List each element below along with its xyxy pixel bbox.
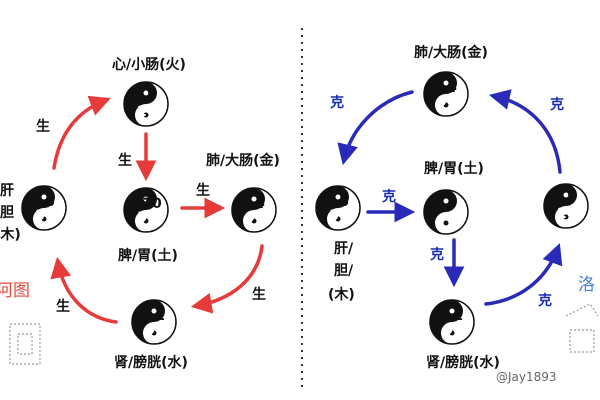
right-node-label-wood-3: (木): [328, 287, 355, 303]
left-node-label-metal: 肺/大肠(金): [206, 153, 280, 169]
right-node-number-water-b: 6: [443, 322, 453, 338]
right-yinyang-metal-icon: [423, 71, 469, 117]
right-edge-label-water-fire: 克: [538, 293, 552, 309]
left-node-label-earth: 脾/胃(土): [118, 248, 178, 264]
left-node-label-wood-2: 胆: [0, 205, 14, 221]
arrow-water-to-wood: [50, 256, 118, 324]
right-node-number-fire-a: 7: [567, 192, 577, 208]
left-node-label-water: 肾/膀胱(水): [114, 355, 188, 371]
right-diagram-title: 洛: [578, 275, 595, 295]
right-yinyang-earth-icon: [423, 189, 469, 235]
right-edge-label-earth-water: 克: [430, 247, 444, 263]
left-edge-label-earth-metal: 生: [196, 183, 210, 199]
right-node-number-metal-b: 9: [437, 94, 447, 110]
right-arrows: [337, 89, 563, 306]
right-yinyang-wood-icon: [315, 185, 361, 231]
right-node-number-metal-a: 4: [447, 80, 457, 96]
left-node-number-metal-a: 4: [255, 196, 265, 212]
right-yinyang-water-icon: [429, 299, 475, 345]
right-edge-label-fire-metal: 克: [550, 97, 564, 113]
left-node-number-fire-b: 2: [137, 104, 147, 120]
left-node-number-wood-b: 3: [35, 208, 45, 224]
left-yinyang-wood-icon: [21, 185, 67, 231]
left-node-number-water-a: 1: [155, 308, 165, 324]
right-node-number-water-a: 1: [453, 308, 463, 324]
right-node-number-wood-b: 3: [329, 208, 339, 224]
left-node-number-earth-a: 10: [142, 196, 162, 212]
left-edge-label-fire-earth: 生: [118, 153, 132, 169]
left-node-number-metal-b: 9: [245, 210, 255, 226]
left-node-number-earth-b: 5: [137, 210, 147, 226]
left-node-number-wood-a: 8: [45, 194, 55, 210]
arrow-fire-to-metal: [488, 89, 562, 174]
left-node-label-wood-3: (木): [0, 227, 21, 243]
left-node-label-wood-1: 肝: [0, 183, 14, 199]
right-edge-label-metal-wood: 克: [330, 95, 344, 111]
left-arrows: [50, 95, 264, 324]
watermark: @Jay1893: [496, 370, 557, 384]
right-yinyang-fire-icon: [543, 183, 589, 229]
arrow-wood-to-fire: [52, 95, 111, 170]
right-edge-label-wood-earth: 克: [382, 189, 396, 205]
left-yinyang-earth-icon: [123, 187, 169, 233]
right-node-label-earth: 脾/胃(土): [424, 161, 484, 177]
left-node-label-fire: 心/小肠(火): [112, 57, 186, 73]
right-node-label-wood-1: 肝/: [334, 241, 354, 257]
right-node-label-wood-2: 胆/: [334, 263, 354, 279]
right-node-number-fire-b: 2: [557, 206, 567, 222]
left-node-number-fire-a: 7: [147, 90, 157, 106]
left-edge-label-wood-fire: 生: [36, 119, 50, 135]
right-decorative-pattern: [565, 303, 599, 353]
arrow-metal-to-wood: [337, 90, 414, 166]
arrow-water-to-fire: [484, 243, 563, 306]
right-node-label-metal: 肺/大肠(金): [414, 45, 488, 61]
left-yinyang-water-icon: [131, 299, 177, 345]
right-node-label-water: 肾/膀胱(水): [426, 355, 500, 371]
left-diagram-title: 河图: [0, 281, 30, 301]
left-edge-label-water-wood: 生: [56, 299, 70, 315]
left-edge-label-metal-water: 生: [252, 287, 266, 303]
right-node-number-wood-a: 8: [339, 194, 349, 210]
left-yinyang-metal-icon: [231, 187, 277, 233]
left-decorative-pattern: [9, 323, 41, 365]
left-node-number-water-b: 6: [145, 322, 155, 338]
left-yinyang-fire-icon: [123, 81, 169, 127]
arrow-metal-to-water: [190, 244, 264, 314]
